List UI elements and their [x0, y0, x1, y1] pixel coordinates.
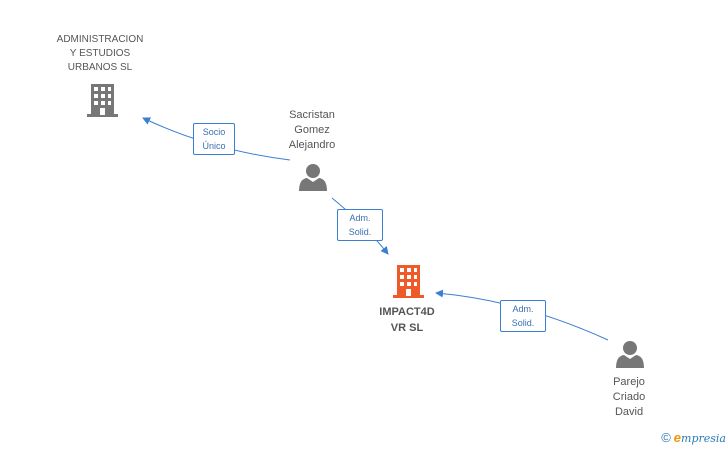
node-label-impact4d[interactable]: IMPACT4D VR SL	[379, 306, 435, 334]
person-icon[interactable]	[616, 341, 644, 368]
brand-logo: © empresia	[661, 430, 726, 445]
person-icon[interactable]	[299, 164, 327, 191]
node-label-sacristan[interactable]: Sacristan Gomez Alejandro	[288, 109, 336, 151]
building-icon[interactable]	[393, 265, 424, 298]
node-label-admin-company[interactable]: ADMINISTRACION Y ESTUDIOS URBANOS SL	[56, 34, 144, 73]
edge-badge-socio-unico: Socio Único	[193, 123, 235, 155]
building-icon[interactable]	[87, 84, 118, 117]
brand-logo-e: e	[673, 430, 682, 445]
edge-badge-adm-solid: Adm. Solid.	[500, 300, 546, 332]
copyright-symbol: ©	[661, 430, 671, 445]
node-label-parejo[interactable]: Parejo Criado David	[612, 376, 646, 418]
brand-logo-name: mpresia	[681, 432, 726, 445]
edge-badge-adm-solid: Adm. Solid.	[337, 209, 383, 241]
